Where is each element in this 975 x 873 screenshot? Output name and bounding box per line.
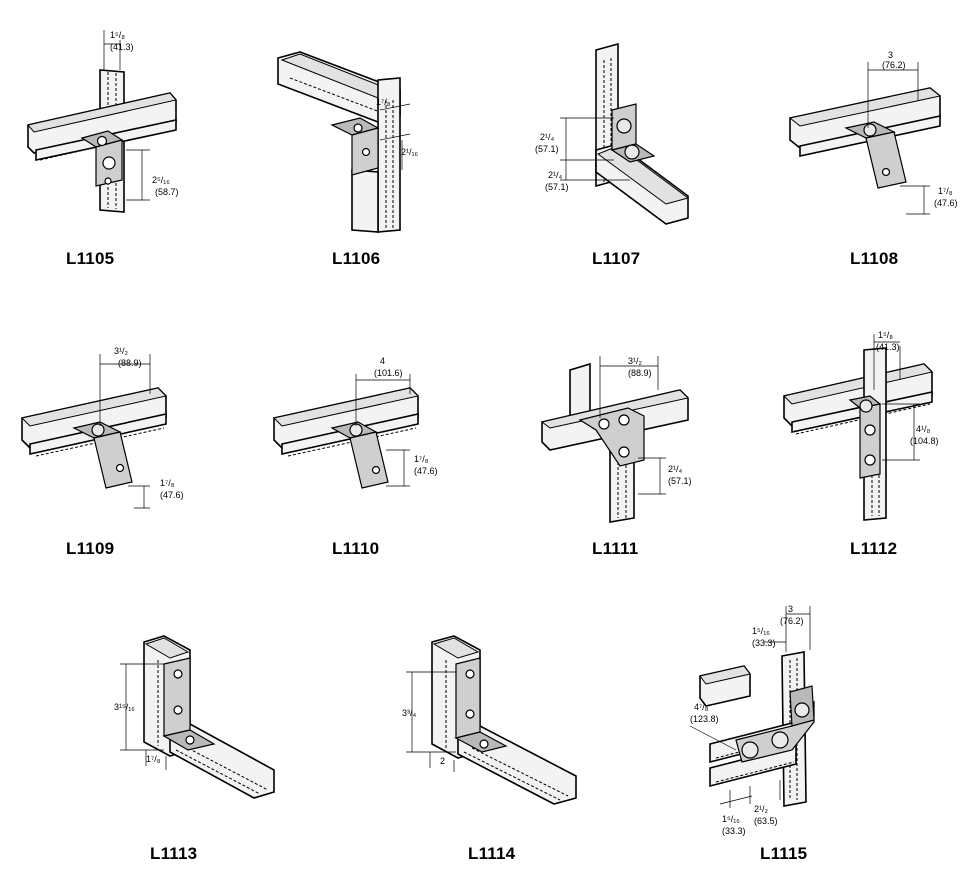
fitting-l1107: 2¹/₄ (57.1) 2¹/₄ (57.1) L1107 xyxy=(520,0,700,290)
dim-text: 2 xyxy=(440,756,445,766)
fitting-l1108: 3(76.2) 1⁷/₈ (47.6) L1108 xyxy=(780,0,975,290)
fitting-l1110: 4 (101.6) 1⁷/₈ (47.6) L1110 xyxy=(260,290,460,580)
dim-text: (41.3) xyxy=(110,42,134,52)
dim-text: (88.9) xyxy=(118,358,142,368)
l1110-illustration xyxy=(273,374,419,489)
fitting-l1105: 1⁵/₈ (41.3) 2⁵/₁₆ (58.7) L1105 xyxy=(0,0,240,290)
part-number: L1112 xyxy=(850,539,898,558)
dim-text: (57.1) xyxy=(545,182,569,192)
dim-text: 1⁵/₈ xyxy=(878,330,893,340)
dim-text: 2⁵/₁₆ xyxy=(152,175,170,185)
l1108-illustration xyxy=(788,62,942,215)
dim-text: 3 xyxy=(888,50,893,60)
l1107-illustration xyxy=(560,42,690,225)
dim-text: 1⁵/₁₆ xyxy=(722,814,740,824)
l1105-illustration xyxy=(27,30,177,213)
l1111-illustration xyxy=(540,356,690,523)
dim-text: (47.6) xyxy=(934,198,958,208)
fitting-l1115: 3 (76.2) 1⁵/₁₆ (33.3) 4⁷/₈ (123.8) 1⁵/₁₆ (33.3)… xyxy=(689,580,870,873)
part-number: L1106 xyxy=(332,249,381,268)
part-number: L1110 xyxy=(332,539,380,558)
dim-text: 4¹/₈ xyxy=(916,424,931,434)
dim-text: 1⁷/₈ xyxy=(938,186,953,196)
part-number: L1114 xyxy=(468,844,516,863)
dim-text: (76.2) xyxy=(882,60,906,70)
dim-text: 2¹/₄ xyxy=(548,170,563,180)
dim-text: 2¹/₂ xyxy=(754,804,769,814)
part-number: L1109 xyxy=(66,539,115,558)
dim-text: (88.9) xyxy=(628,368,652,378)
dim-text: 2¹/₄ xyxy=(668,464,683,474)
fitting-l1111: 3¹/₂ (88.9) 2¹/₄ (57.1) L1111 xyxy=(520,290,720,580)
dim-text: (58.7) xyxy=(155,187,179,197)
dim-text: 3¹/₂ xyxy=(628,356,643,366)
dim-text: 3¹⁵/₁₆ xyxy=(114,702,135,712)
l1109-illustration xyxy=(21,354,167,509)
dim-text: (123.8) xyxy=(690,714,719,724)
dim-text: (63.5) xyxy=(754,816,778,826)
dim-text: 4⁷/₈ xyxy=(694,702,709,712)
dim-text: (33.3) xyxy=(722,826,746,836)
dim-text: 2¹/₄ xyxy=(540,132,555,142)
dim-text: (33.3) xyxy=(752,638,776,648)
part-number: L1107 xyxy=(592,249,641,268)
fitting-l1106: 1⁷/₈ 2¹/₁₆ L1106 xyxy=(260,0,440,290)
dim-text: 1⁷/₈ xyxy=(414,454,429,464)
fitting-l1112: 1⁵/₈ (41.3) 4¹/₈ (104.8) L1112 xyxy=(780,290,975,580)
dim-text: (47.6) xyxy=(160,490,184,500)
dim-text: 2¹/₁₆ xyxy=(401,147,419,157)
part-number: L1115 xyxy=(760,844,808,863)
dim-text: 1⁷/₈ xyxy=(160,478,175,488)
dim-text: 3¹/₂ xyxy=(114,346,129,356)
dim-text: (76.2) xyxy=(780,616,804,626)
part-number: L1111 xyxy=(592,539,639,558)
part-number: L1108 xyxy=(850,249,899,268)
fitting-l1113: 3¹⁵/₁₆ 1⁷/₈ L1113 xyxy=(90,580,310,873)
l1112-illustration xyxy=(783,334,933,521)
dim-text: (47.6) xyxy=(414,466,438,476)
dim-text: 3 xyxy=(788,604,793,614)
dim-text: (57.1) xyxy=(535,144,559,154)
part-number: L1105 xyxy=(66,249,115,268)
part-number: L1113 xyxy=(150,844,198,863)
fitting-l1114: 3³/₄ 2 L1114 xyxy=(400,580,620,873)
dim-text: 1⁵/₈ xyxy=(110,30,125,40)
dim-text: 1⁵/₁₆ xyxy=(752,626,770,636)
l1115-illustration xyxy=(689,606,815,808)
dim-text: (101.6) xyxy=(374,368,403,378)
dim-text: 1⁷/₈ xyxy=(146,754,161,764)
dim-text: (57.1) xyxy=(668,476,692,486)
l1114-illustration xyxy=(406,635,577,805)
l1106-illustration xyxy=(277,51,411,233)
dim-text: (41.3) xyxy=(876,342,900,352)
dim-text: (104.8) xyxy=(910,436,939,446)
fitting-l1109: 3¹/₂ (88.9) 1⁷/₈ (47.6) L1109 xyxy=(0,290,240,580)
dim-text: 4 xyxy=(380,356,385,366)
dim-text: 1⁷/₈ xyxy=(376,97,391,107)
dim-text: 3³/₄ xyxy=(402,708,417,718)
l1113-illustration xyxy=(120,635,275,799)
